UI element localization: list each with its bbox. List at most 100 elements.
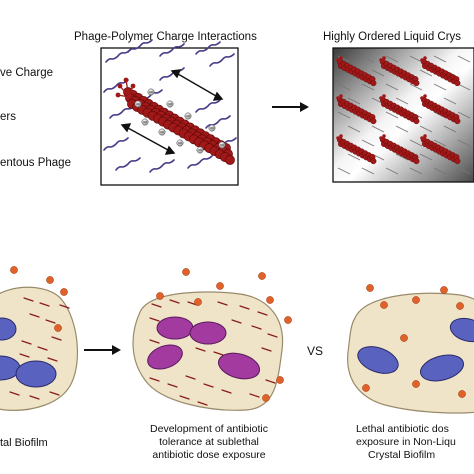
biofilm-dash — [21, 340, 32, 345]
panel-title-liquid-crystal: Highly Ordered Liquid Crys — [323, 31, 462, 43]
bacterium-cell — [449, 317, 474, 343]
bacterium-cell — [15, 360, 57, 388]
bottom-arrow — [84, 345, 121, 355]
legend-positive-charge: ve Charge — [0, 67, 54, 79]
biofilm-dash — [231, 319, 242, 324]
aligned-polymer — [347, 125, 361, 133]
antibiotic-dot — [284, 316, 292, 324]
antibiotic-dot — [276, 376, 284, 384]
phage-subunit — [370, 158, 377, 165]
aligned-phage — [420, 94, 461, 125]
aligned-polymer — [457, 111, 471, 119]
aligned-polymer — [409, 167, 423, 175]
biofilm-dash — [39, 302, 50, 307]
phage-subunit — [413, 118, 420, 125]
biofilm-dash — [221, 389, 232, 394]
aligned-polymer — [371, 125, 385, 133]
aligned-polymer — [457, 83, 471, 91]
aligned-polymer — [433, 83, 447, 91]
tolerant-cell — [189, 321, 227, 345]
aligned-phage — [379, 56, 420, 87]
phage-fiber-tip — [336, 58, 340, 62]
polymer-strand — [127, 39, 153, 53]
non-liquid-crystal-biofilm — [347, 292, 474, 414]
biofilm-dashes — [9, 297, 70, 400]
interaction-arrows — [120, 69, 224, 155]
biofilm-dash — [257, 311, 268, 316]
polymer-strand — [103, 137, 129, 151]
tolerant-cell — [147, 344, 183, 370]
antibiotic-dot — [266, 296, 274, 304]
biofilm-dash — [213, 351, 224, 356]
biofilm-dash — [51, 336, 62, 341]
aligned-phage — [336, 94, 377, 125]
phage-fiber-tip — [382, 56, 386, 60]
biofilm-dash — [261, 347, 272, 352]
antibiotic-dot — [456, 302, 464, 310]
aligned-polymer — [385, 111, 399, 119]
biofilm-dash — [47, 357, 58, 362]
biofilm-dash — [251, 325, 262, 330]
antibiotic-dot — [262, 394, 270, 402]
caption-middle-line3: antibiotic dose exposure — [152, 449, 266, 461]
biofilm-dash — [37, 346, 48, 351]
aligned-polymer — [443, 97, 457, 105]
transition-arrow — [272, 102, 309, 112]
aligned-polymer — [395, 153, 409, 161]
phage-subunit — [413, 158, 420, 165]
phage-subunit — [454, 158, 461, 165]
biofilm-dash — [217, 301, 228, 306]
positive-charges — [134, 88, 226, 154]
aligned-polymer — [433, 55, 447, 63]
phage-subunit — [454, 80, 461, 87]
phage-subunit — [370, 80, 377, 87]
aligned-polymer — [409, 139, 423, 147]
phage-fiber-tip — [123, 77, 129, 83]
biofilm-dash — [49, 391, 60, 396]
biofilm-dash — [169, 299, 180, 304]
phage-fiber-tip — [115, 92, 121, 98]
biofilm-dash — [149, 317, 160, 322]
polymer-strand — [103, 79, 129, 93]
aligned-phage — [420, 56, 461, 87]
antibiotic-dot — [10, 266, 18, 274]
aligned-phage — [336, 56, 377, 87]
biofilm-dash — [167, 383, 178, 388]
antibiotic-dot — [156, 292, 164, 300]
phage-fiber-tip — [420, 58, 424, 62]
antibiotic-dot — [216, 282, 224, 290]
polymer-strand — [115, 157, 141, 171]
antibiotic-dot — [458, 390, 466, 398]
aligned-polymer — [337, 83, 351, 91]
aligned-polymer — [361, 139, 375, 147]
tolerant-cell — [217, 352, 261, 380]
phage-fiber-tip — [420, 96, 424, 100]
phage-fiber-tip — [130, 83, 136, 89]
biofilm-dash — [45, 319, 56, 324]
liquid-crystal-panel — [332, 47, 474, 183]
polymer-strand — [209, 53, 235, 67]
aligned-polymer — [433, 111, 447, 119]
antibiotic-dot — [258, 272, 266, 280]
aligned-polymer — [433, 167, 447, 175]
phage-fiber-tip — [379, 96, 383, 100]
antibiotic-dot — [60, 288, 68, 296]
caption-right-line2: exposure in Non-Liqu — [356, 436, 456, 448]
biofilm-dash — [265, 379, 276, 384]
phage-fiber-tip — [339, 56, 343, 60]
phage-fiber-tip — [336, 136, 340, 140]
legend-polymers: ers — [0, 111, 16, 123]
aligned-polymer — [395, 97, 409, 105]
biofilm-dash — [179, 395, 190, 400]
phage-subunit — [413, 80, 420, 87]
biofilm-dash — [9, 391, 20, 396]
tolerant-cell — [156, 316, 194, 340]
aligned-polymer — [361, 167, 375, 175]
bacterium-cell — [420, 354, 464, 382]
phage-fiber-tip — [382, 94, 386, 98]
charge-interaction-panel — [100, 39, 239, 186]
biofilm-dash — [203, 383, 214, 388]
aligned-phage — [336, 134, 377, 165]
antibiotic-molecules — [10, 266, 466, 402]
